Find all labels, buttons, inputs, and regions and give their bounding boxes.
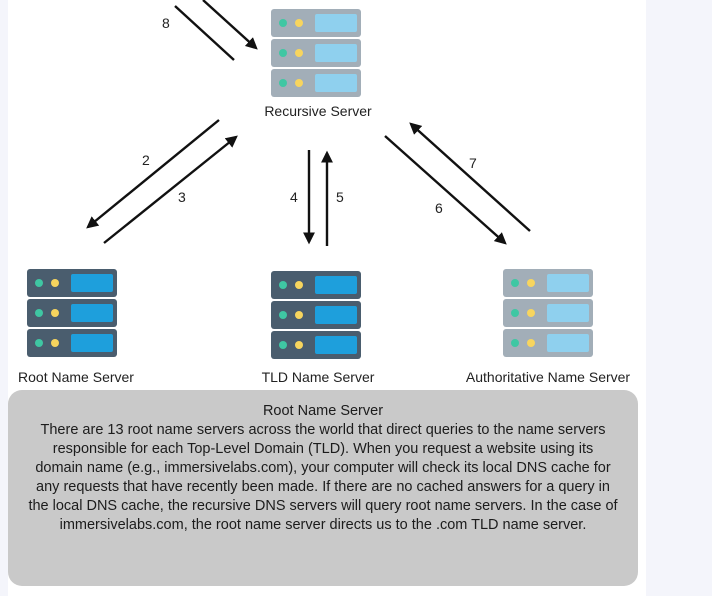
status-led-yellow [527,279,535,287]
tld-name-server-icon[interactable] [271,271,361,359]
drive-bay [71,274,113,292]
info-panel: Root Name Server There are 13 root name … [8,390,638,586]
status-led-yellow [51,339,59,347]
server-rack-unit [271,9,361,37]
status-led-green [511,309,519,317]
server-rack-unit [503,299,593,327]
status-led-yellow [295,311,303,319]
status-led-yellow [527,309,535,317]
server-rack-unit [271,39,361,67]
status-led-green [511,279,519,287]
info-panel-title: Root Name Server [262,403,384,419]
drive-bay [547,304,589,322]
server-rack-unit [27,299,117,327]
status-led-yellow [527,339,535,347]
server-rack-unit [271,301,361,329]
status-led-yellow [295,341,303,349]
status-led-green [279,19,287,27]
step-number-6: 6 [435,200,443,216]
status-led-green [279,79,287,87]
step-number-4: 4 [290,189,298,205]
server-rack-unit [271,271,361,299]
server-rack-unit [503,269,593,297]
status-led-green [279,281,287,289]
status-led-green [279,49,287,57]
drive-bay [315,74,357,92]
server-rack-unit [271,331,361,359]
status-led-yellow [51,279,59,287]
status-led-yellow [295,19,303,27]
step-number-2: 2 [142,152,150,168]
server-rack-unit [503,329,593,357]
server-rack-unit [271,69,361,97]
info-panel-body: There are 13 root name servers across th… [28,422,618,533]
drive-bay [547,274,589,292]
arrow-step-3 [103,135,238,244]
recursive-server-icon[interactable] [271,9,361,97]
drive-bay [315,276,357,294]
authoritative-name-server-label: Authoritative Name Server [465,369,631,385]
drive-bay [547,334,589,352]
arrow-step-7 [409,122,531,232]
arrow-step-8 [202,0,258,50]
status-led-green [35,279,43,287]
status-led-green [279,311,287,319]
status-led-green [279,341,287,349]
arrow-step-6 [384,135,507,245]
drive-bay [315,306,357,324]
drive-bay [315,44,357,62]
root-name-server-icon[interactable] [27,269,117,357]
status-led-green [35,339,43,347]
status-led-yellow [51,309,59,317]
status-led-yellow [295,49,303,57]
server-rack-unit [27,329,117,357]
status-led-green [35,309,43,317]
tld-name-server-label: TLD Name Server [261,369,375,385]
status-led-yellow [295,281,303,289]
step-number-8: 8 [162,15,170,31]
arrow-step-2 [86,119,220,229]
authoritative-name-server-icon[interactable] [503,269,593,357]
drive-bay [71,304,113,322]
step-number-5: 5 [336,189,344,205]
server-rack-unit [27,269,117,297]
step-number-7: 7 [469,155,477,171]
drive-bay [315,14,357,32]
drive-bay [71,334,113,352]
step-number-3: 3 [178,189,186,205]
status-led-green [511,339,519,347]
drive-bay [315,336,357,354]
recursive-server-label: Recursive Server [264,103,372,119]
status-led-yellow [295,79,303,87]
line-step-8-tail [174,5,235,61]
root-name-server-label: Root Name Server [18,369,134,385]
